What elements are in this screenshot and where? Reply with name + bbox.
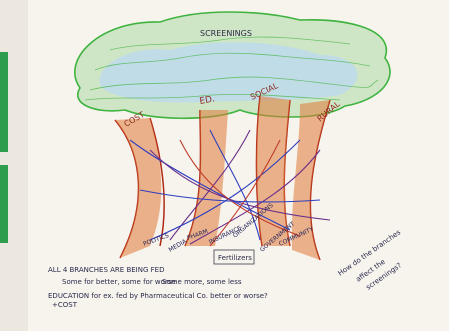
note-line-2: Some for better, some for worse (62, 278, 176, 286)
fertilizers-label: Fertilizers (218, 254, 252, 262)
left-tab-upper (0, 52, 8, 152)
diagram-title: SCREENINGS (200, 29, 252, 38)
note-line-5: +COST (52, 301, 78, 309)
note-line-4: EDUCATION for ex. fed by Pharmaceutical … (48, 292, 268, 300)
left-tab-lower (0, 165, 8, 243)
canopy (75, 12, 390, 118)
note-line-3: Some more, some less (162, 278, 242, 286)
note-line-1: ALL 4 BRANCHES ARE BEING FED (48, 266, 164, 274)
